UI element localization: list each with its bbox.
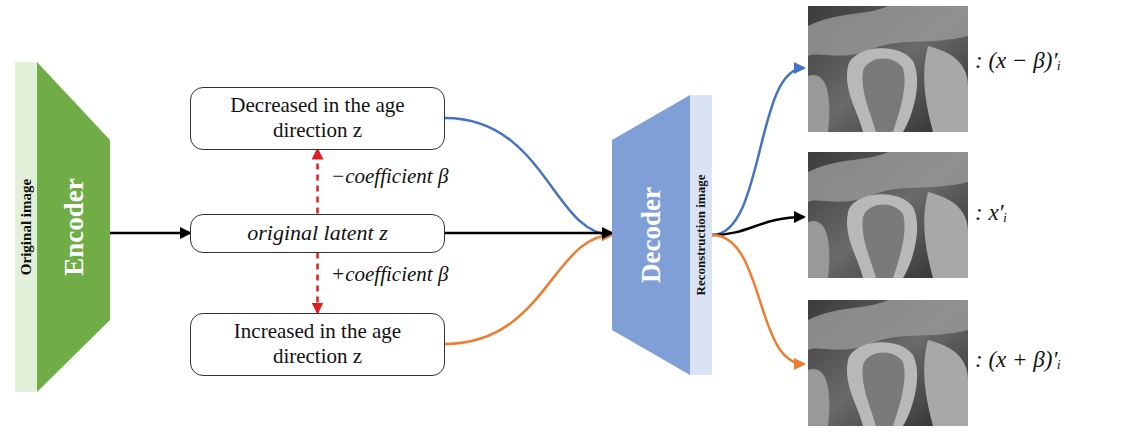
connector-arrow xyxy=(316,150,319,214)
encoder-block: Encoder xyxy=(37,62,110,392)
xray-image xyxy=(808,6,968,132)
process-box: Decreased in the age direction z xyxy=(190,87,445,150)
output-arrow xyxy=(712,217,804,235)
latent-box: original latent z xyxy=(190,214,445,253)
output-arrow xyxy=(712,68,804,235)
xray-image xyxy=(808,300,968,426)
node-text: original latent z xyxy=(247,220,388,246)
output-label: : (x − β)′ᵢ xyxy=(975,48,1061,74)
input-strip: Original image xyxy=(15,62,37,392)
xray-image xyxy=(808,152,968,278)
connector-arrow xyxy=(445,118,612,235)
node-text: Decoder xyxy=(636,187,667,283)
node-text: Encoder xyxy=(58,178,89,276)
output-label: : x′ᵢ xyxy=(975,200,1007,226)
output-label: : (x + β)′ᵢ xyxy=(975,347,1061,373)
connector-arrow xyxy=(110,232,190,235)
decoder-block: Decoder xyxy=(612,95,690,375)
process-box: Increased in the age direction z xyxy=(190,313,445,376)
output-arrow xyxy=(712,235,804,364)
edge-label: +coefficient β xyxy=(328,262,451,287)
node-text: Increased in the age direction z xyxy=(201,319,434,369)
node-text: Original image xyxy=(18,179,35,275)
connector-arrow xyxy=(445,232,612,235)
node-text: Decreased in the age direction z xyxy=(201,93,434,143)
connector-arrow xyxy=(316,253,319,313)
connector-arrow xyxy=(445,235,612,344)
node-text: Reconstruction image xyxy=(693,175,709,296)
edge-label: −coefficient β xyxy=(328,164,451,189)
output-strip: Reconstruction image xyxy=(690,95,712,375)
